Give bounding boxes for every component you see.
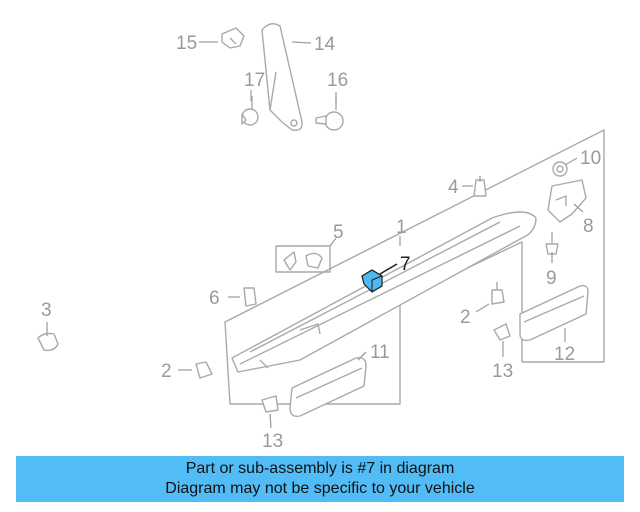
fastener-part-2-right xyxy=(491,282,505,305)
callout-3: 3 xyxy=(41,300,52,321)
fastener-part-4 xyxy=(473,176,487,197)
fastener-part-2-left xyxy=(195,361,213,379)
callout-15: 15 xyxy=(176,33,197,54)
callout-labels: 15 14 17 16 10 4 8 9 1 5 7 6 2 2 3 13 13… xyxy=(41,33,601,452)
clip-part-15 xyxy=(221,27,245,49)
molding-part-11 xyxy=(289,356,367,418)
callout-11: 11 xyxy=(370,342,390,363)
clip-part-7-highlighted xyxy=(361,269,383,293)
callout-12: 12 xyxy=(554,344,575,365)
molding-part-12 xyxy=(519,284,589,342)
rocker-panel-outline xyxy=(224,129,605,405)
bracket-part-8 xyxy=(547,179,587,223)
callout-arrows xyxy=(46,41,584,429)
banner-line-2: Diagram may not be specific to your vehi… xyxy=(165,480,475,497)
banner-line-1: Part or sub-assembly is #7 in diagram xyxy=(185,460,455,477)
fastener-part-17 xyxy=(241,96,259,126)
fastener-part-16 xyxy=(315,97,344,131)
fastener-part-6 xyxy=(243,287,257,307)
parts-diagram: 15 14 17 16 10 4 8 9 1 5 7 6 2 2 3 13 13… xyxy=(37,23,605,452)
callout-14: 14 xyxy=(314,34,336,55)
callout-4: 4 xyxy=(448,177,459,198)
callout-7: 7 xyxy=(400,254,411,275)
fastener-part-9 xyxy=(545,232,559,255)
callout-2-right: 2 xyxy=(460,307,471,328)
clip-part-13-left xyxy=(261,395,279,413)
callout-2-left: 2 xyxy=(161,361,172,382)
callout-13-right: 13 xyxy=(492,361,513,382)
callout-5: 5 xyxy=(333,222,344,243)
clip-part-13-right xyxy=(493,323,511,341)
callout-9: 9 xyxy=(546,268,557,289)
callout-17: 17 xyxy=(244,70,265,91)
callout-8: 8 xyxy=(583,216,594,237)
info-banner: Part or sub-assembly is #7 in diagram Di… xyxy=(16,456,624,502)
callout-1: 1 xyxy=(396,217,407,238)
fastener-part-3 xyxy=(37,332,59,352)
clip-part-10 xyxy=(552,161,568,177)
kit-box-part-5 xyxy=(275,245,331,273)
pillar-trim-part-14 xyxy=(261,23,303,132)
callout-10: 10 xyxy=(580,148,601,169)
callout-6: 6 xyxy=(209,288,220,309)
callout-13-left: 13 xyxy=(262,431,283,452)
callout-16: 16 xyxy=(327,70,348,91)
